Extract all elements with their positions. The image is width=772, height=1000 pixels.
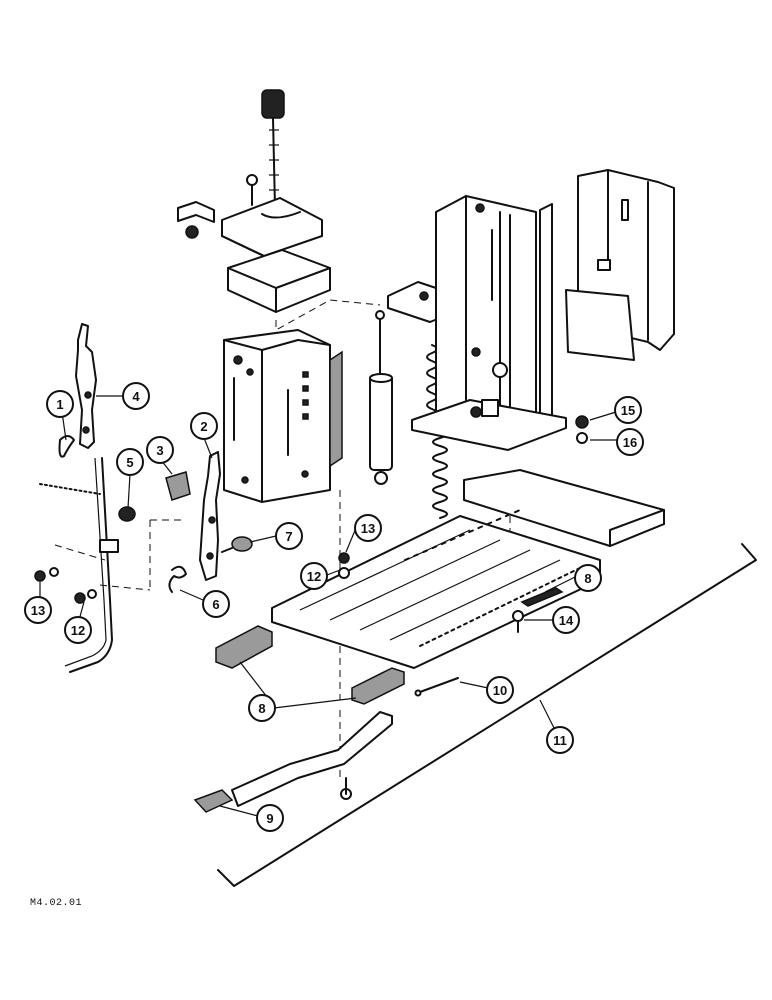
callout-15: 15 (614, 396, 642, 424)
slide-rail-rear (520, 587, 564, 607)
svg-text:3: 3 (156, 443, 163, 458)
svg-text:7: 7 (285, 529, 292, 544)
slide-rail-front-right (351, 667, 405, 705)
adjuster-lever (193, 711, 393, 813)
small-angle-bracket (177, 201, 215, 239)
svg-text:13: 13 (31, 603, 45, 618)
callout-12-center: 12 (300, 562, 328, 590)
group-bracket-11 (217, 543, 757, 887)
small-knob (118, 506, 136, 522)
callout-5: 5 (116, 448, 144, 476)
svg-text:13: 13 (361, 521, 375, 536)
callout-13-left: 13 (24, 596, 52, 624)
slide-rail-front-left (215, 625, 273, 669)
spring-pin (414, 677, 459, 697)
adjusting-knob-assembly (261, 89, 285, 209)
callout-2: 2 (190, 412, 218, 440)
shock-absorber (369, 310, 393, 485)
svg-text:8: 8 (584, 571, 591, 586)
left-fasteners (34, 567, 97, 604)
lower-spring (432, 429, 448, 519)
callout-13-center: 13 (354, 514, 382, 542)
callout-8-right: 8 (574, 564, 602, 592)
svg-text:4: 4 (132, 389, 140, 404)
screw-14 (512, 610, 524, 633)
spring-clip (58, 435, 75, 458)
callout-4: 4 (122, 382, 150, 410)
callout-9: 9 (256, 804, 284, 832)
top-slotted-plate (221, 197, 323, 257)
callout-12-left: 12 (64, 616, 92, 644)
center-fasteners (338, 552, 350, 579)
actuator-lever (199, 451, 221, 581)
upright-frame (411, 195, 567, 451)
control-rod (39, 457, 119, 673)
slide-tray (463, 469, 665, 547)
callout-8-left: 8 (248, 694, 276, 722)
callout-10: 10 (486, 676, 514, 704)
pivot-knob (221, 536, 253, 553)
svg-text:9: 9 (266, 811, 273, 826)
svg-text:2: 2 (200, 419, 207, 434)
callout-6: 6 (202, 590, 230, 618)
pad (165, 471, 191, 501)
svg-text:15: 15 (621, 403, 635, 418)
callout-7: 7 (275, 522, 303, 550)
svg-text:12: 12 (71, 623, 85, 638)
lever-linkage (75, 323, 97, 449)
svg-text:11: 11 (553, 733, 567, 748)
svg-text:10: 10 (493, 683, 507, 698)
callout-14: 14 (552, 606, 580, 634)
svg-text:16: 16 (623, 435, 637, 450)
top-block (227, 249, 331, 313)
top-screw (246, 174, 258, 206)
callout-11: 11 (546, 726, 574, 754)
svg-text:1: 1 (56, 397, 63, 412)
left-housing (223, 329, 343, 503)
callout-3: 3 (146, 436, 174, 464)
cover-shroud (565, 169, 675, 361)
right-fasteners (575, 415, 589, 444)
callout-1: 1 (46, 390, 74, 418)
svg-text:14: 14 (559, 613, 574, 628)
retaining-clip (168, 565, 187, 593)
drawing-id: M4.02.01 (30, 898, 83, 909)
svg-text:8: 8 (258, 701, 265, 716)
svg-text:5: 5 (126, 455, 133, 470)
callout-16: 16 (616, 428, 644, 456)
svg-text:12: 12 (307, 569, 321, 584)
svg-text:6: 6 (212, 597, 219, 612)
